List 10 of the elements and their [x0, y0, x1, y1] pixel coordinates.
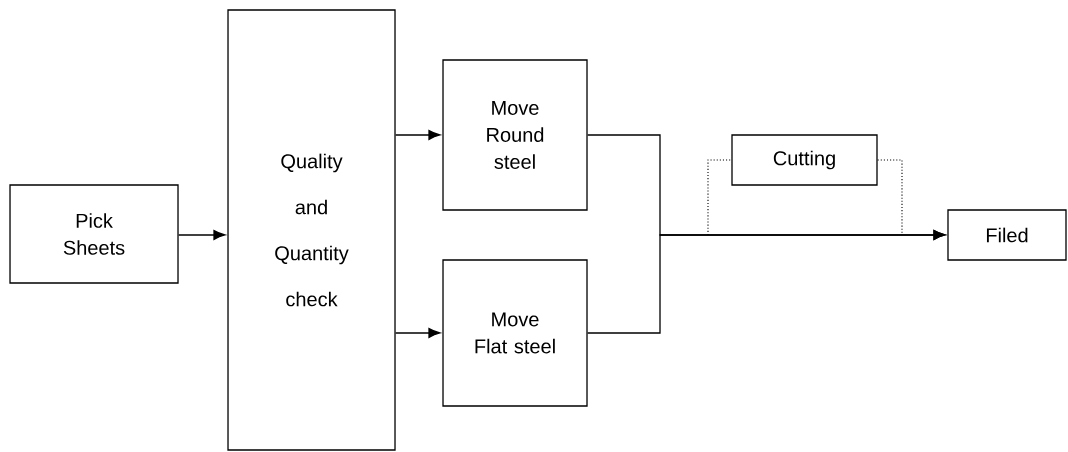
- arrow: [395, 130, 441, 140]
- process-box: Filed: [947, 209, 1067, 261]
- arrow: [178, 230, 226, 240]
- process-box: Pick Sheets: [9, 184, 179, 284]
- process-box: Cutting: [731, 134, 878, 186]
- process-box: Move Flat steel: [442, 259, 588, 407]
- arrow: [587, 230, 946, 334]
- process-box: Quality and Quantity check: [227, 9, 396, 451]
- process-box: Move Round steel: [442, 59, 588, 211]
- arrow: [395, 328, 441, 338]
